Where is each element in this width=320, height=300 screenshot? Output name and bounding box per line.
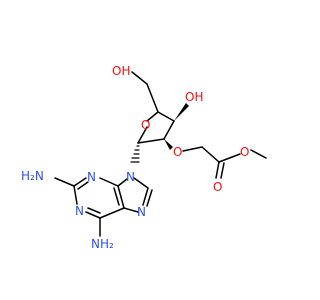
bond-c5-c4-1 xyxy=(117,185,125,209)
label-n3: N xyxy=(87,170,96,184)
bond-c4-n3 xyxy=(99,177,119,187)
bond-c5-c4-2 xyxy=(113,187,120,206)
bond-c-oester xyxy=(218,153,241,163)
bond-c2-c1 xyxy=(137,138,165,144)
bond-c-o-double-1 xyxy=(215,161,220,179)
label-n7: N xyxy=(137,205,146,219)
bond-n3-c2-2 xyxy=(77,181,89,190)
bond-c2-nh2 xyxy=(54,177,75,187)
label-o-carbonyl: O xyxy=(213,180,222,194)
bond-c4-n9 xyxy=(117,178,128,187)
label-oh-top: OH xyxy=(112,64,130,78)
label-nh2-left: H₂N xyxy=(21,169,44,183)
label-o-ring: O xyxy=(141,118,150,132)
bond-c4-c5 xyxy=(146,83,159,113)
label-oh-ring: OH xyxy=(185,90,203,104)
bond-c5-o xyxy=(131,71,148,85)
bond-c4-c3 xyxy=(157,111,175,122)
atom-labels: OH OH O O O O N N N N H₂N NH₂ xyxy=(21,64,249,251)
bond-n3-c2-1 xyxy=(73,177,87,187)
bond-c8-n7-2 xyxy=(146,189,153,207)
bond-n1-c6-1 xyxy=(85,211,101,219)
label-o-ester: O xyxy=(240,145,249,159)
bond-c3-c2 xyxy=(163,120,175,140)
label-n1: N xyxy=(75,204,84,218)
bond-o-ch2 xyxy=(182,146,203,152)
hash-c1-n9 xyxy=(130,145,140,163)
bond-c8-n7-1 xyxy=(142,187,149,206)
bond-c4-o xyxy=(146,111,159,122)
bond-n1-c6-2 xyxy=(87,207,101,214)
bond-oester-ch3 xyxy=(250,149,267,159)
label-nh2-bottom: NH₂ xyxy=(91,237,114,251)
bond-c-o-double-2 xyxy=(220,162,225,179)
bond-c6-c5 xyxy=(99,207,125,219)
bonds xyxy=(54,71,267,237)
wedge-c2-o xyxy=(164,139,173,150)
label-n9: N xyxy=(126,170,135,184)
wedge-c3-oh xyxy=(174,103,189,121)
bond-c1-o xyxy=(137,126,148,144)
bond-ch2-c xyxy=(201,146,220,163)
bond-c2-n1 xyxy=(73,185,78,205)
molecule-structure: OH OH O O O O N N N N H₂N NH₂ xyxy=(21,64,267,251)
bond-n7-c5 xyxy=(123,207,139,213)
label-o-ether: O xyxy=(173,145,182,159)
bond-n9-c8 xyxy=(133,177,149,189)
